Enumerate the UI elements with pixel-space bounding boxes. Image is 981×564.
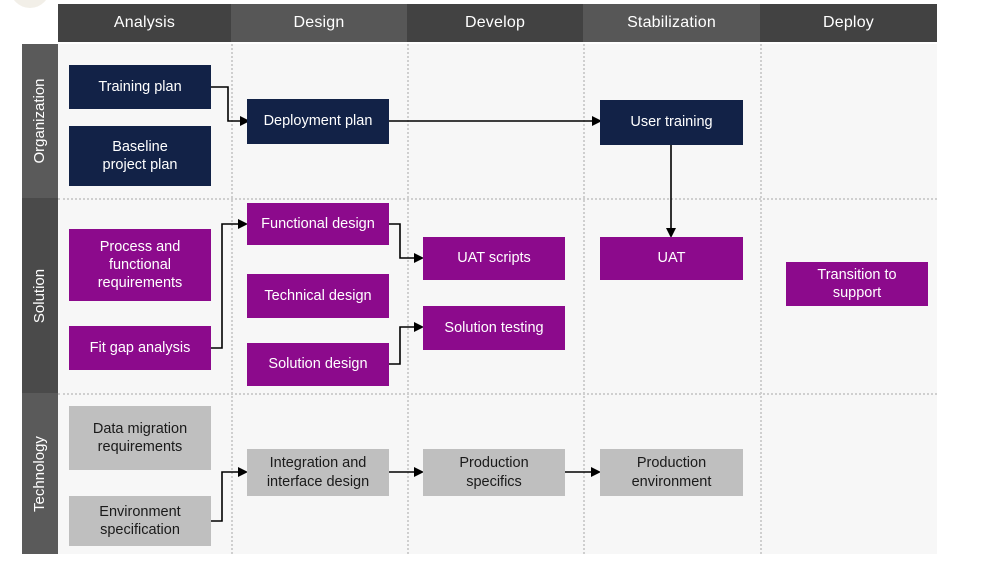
lane-divider-2 bbox=[58, 393, 937, 395]
column-divider-1 bbox=[231, 44, 233, 554]
column-divider-2 bbox=[407, 44, 409, 554]
node-environment-specification[interactable]: Environment specification bbox=[69, 496, 211, 546]
node-baseline-project-plan[interactable]: Baseline project plan bbox=[69, 126, 211, 186]
arrowhead-solutiondesign-to-solutiontesting bbox=[414, 322, 424, 332]
arrowhead-training-to-deployment bbox=[240, 116, 250, 126]
column-header-analysis[interactable]: Analysis bbox=[58, 4, 231, 42]
node-fit-gap-analysis[interactable]: Fit gap analysis bbox=[69, 326, 211, 370]
column-header-design[interactable]: Design bbox=[231, 4, 407, 42]
column-divider-3 bbox=[583, 44, 585, 554]
arrowhead-requirements-to-functionaldesign bbox=[238, 219, 248, 229]
node-uat-scripts[interactable]: UAT scripts bbox=[423, 237, 565, 280]
lane-label-organization[interactable]: Organization bbox=[22, 44, 58, 198]
connector-technology-to-integration bbox=[211, 471, 238, 522]
node-solution-design[interactable]: Solution design bbox=[247, 343, 389, 386]
connector-requirements-to-functionaldesign bbox=[211, 223, 238, 349]
node-solution-testing[interactable]: Solution testing bbox=[423, 306, 565, 350]
node-deployment-plan[interactable]: Deployment plan bbox=[247, 99, 389, 144]
arrowhead-technology-to-integration bbox=[238, 467, 248, 477]
node-uat[interactable]: UAT bbox=[600, 237, 743, 280]
arrowhead-integration-to-productionspecifics bbox=[414, 467, 424, 477]
connector-training-to-deployment bbox=[211, 86, 240, 122]
arrowhead-deployment-to-usertraining bbox=[592, 116, 602, 126]
connector-solutiondesign-to-solutiontesting bbox=[389, 326, 414, 365]
node-functional-design[interactable]: Functional design bbox=[247, 203, 389, 245]
arrowhead-usertraining-to-uat bbox=[666, 228, 676, 238]
column-divider-4 bbox=[760, 44, 762, 554]
connector-functionaldesign-to-uatscripts bbox=[389, 223, 414, 259]
node-process-and-functional-requirements[interactable]: Process and functional requirements bbox=[69, 229, 211, 301]
node-training-plan[interactable]: Training plan bbox=[69, 65, 211, 109]
node-production-environment[interactable]: Production environment bbox=[600, 449, 743, 496]
node-transition-to-support[interactable]: Transition to support bbox=[786, 262, 928, 306]
node-technical-design[interactable]: Technical design bbox=[247, 274, 389, 318]
lane-divider-1 bbox=[58, 198, 937, 200]
lane-label-solution[interactable]: Solution bbox=[22, 198, 58, 393]
column-header-stabilization[interactable]: Stabilization bbox=[583, 4, 760, 42]
node-production-specifics[interactable]: Production specifics bbox=[423, 449, 565, 496]
column-header-deploy[interactable]: Deploy bbox=[760, 4, 937, 42]
decorative-top-arc bbox=[10, 0, 50, 8]
node-integration-and-interface-design[interactable]: Integration and interface design bbox=[247, 449, 389, 496]
lane-label-technology[interactable]: Technology bbox=[22, 393, 58, 554]
node-user-training[interactable]: User training bbox=[600, 100, 743, 145]
node-data-migration-requirements[interactable]: Data migration requirements bbox=[69, 406, 211, 470]
arrowhead-functionaldesign-to-uatscripts bbox=[414, 253, 424, 263]
arrowhead-productionspecifics-to-productionenvironment bbox=[591, 467, 601, 477]
column-header-develop[interactable]: Develop bbox=[407, 4, 583, 42]
